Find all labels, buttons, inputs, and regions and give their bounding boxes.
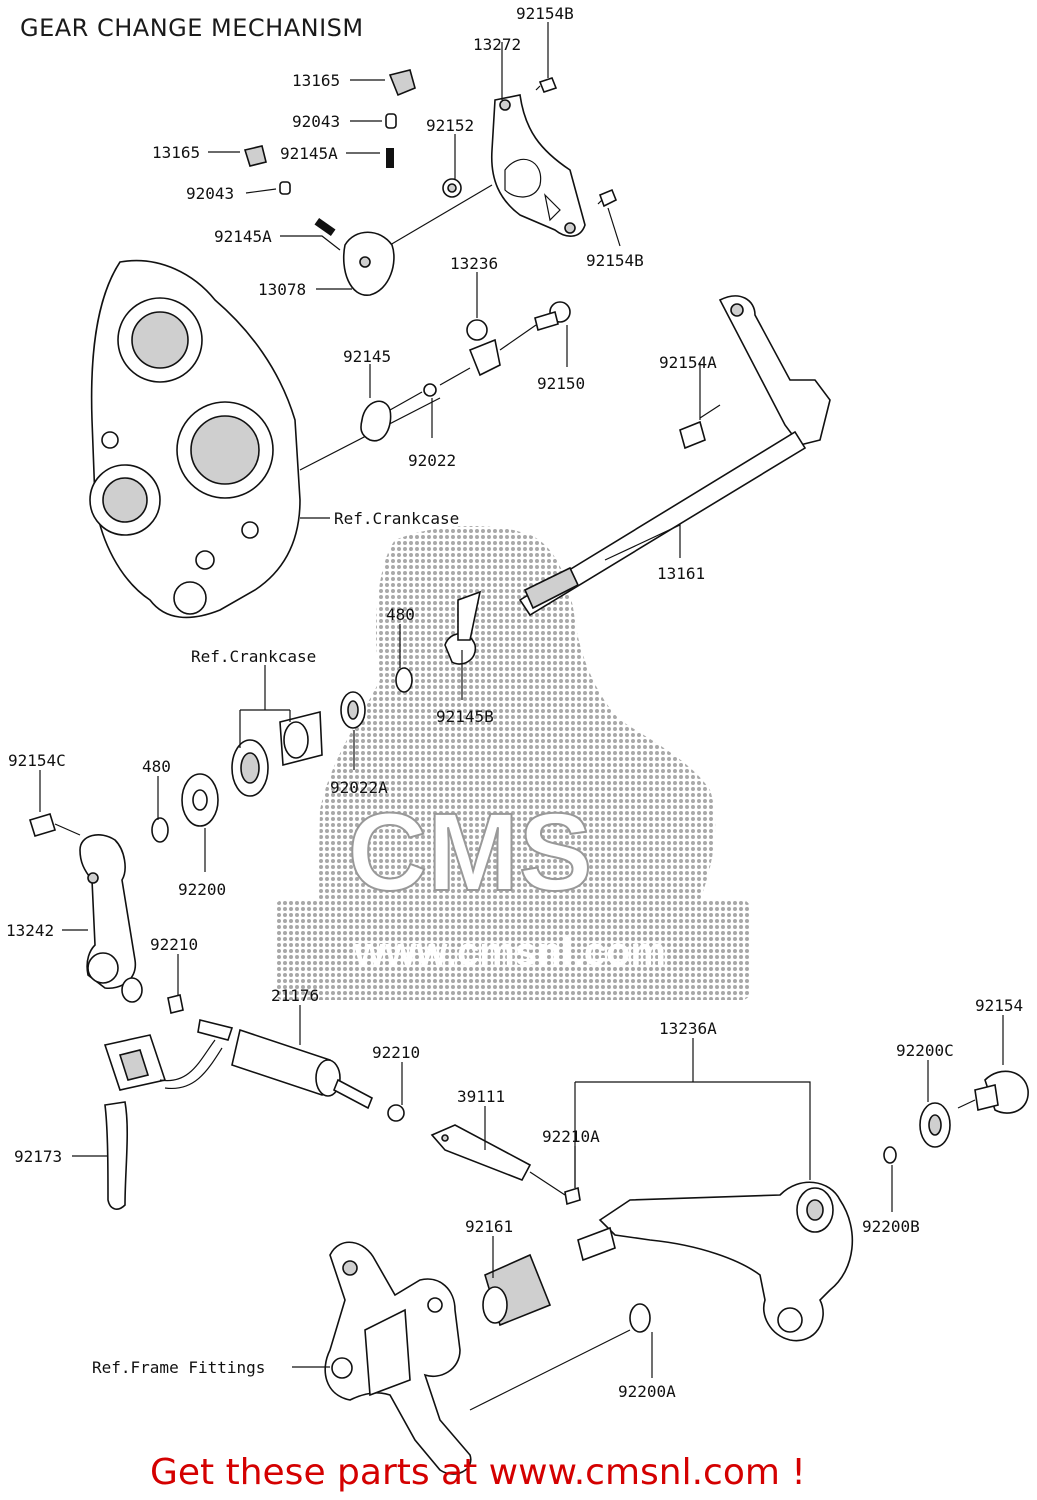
- label-92154B-bot: 92154B: [586, 251, 644, 270]
- label-92022: 92022: [408, 451, 456, 470]
- label-13161: 13161: [657, 564, 705, 583]
- watermark-brand: CMS: [348, 791, 592, 914]
- watermark: CMS www.cmsnl.com: [275, 525, 750, 1000]
- label-92154: 92154: [975, 996, 1023, 1015]
- label-13165-b: 13165: [152, 143, 200, 162]
- label-92200A: 92200A: [618, 1382, 676, 1401]
- shift-arm-13242: [28, 813, 184, 1014]
- label-92022A: 92022A: [330, 778, 388, 797]
- footer-link-text[interactable]: Get these parts at www.cmsnl.com !: [150, 1452, 806, 1493]
- label-92161: 92161: [465, 1217, 513, 1236]
- label-92173: 92173: [14, 1147, 62, 1166]
- shift-shaft-13161: [444, 295, 831, 665]
- label-92210-b: 92210: [372, 1043, 420, 1062]
- label-92145: 92145: [343, 347, 391, 366]
- label-480-a: 480: [386, 605, 415, 624]
- label-92043-b: 92043: [186, 184, 234, 203]
- label-92210A: 92210A: [542, 1127, 600, 1146]
- label-92154B-top: 92154B: [516, 4, 574, 23]
- label-13242: 13242: [6, 921, 54, 940]
- label-ref-crankcase-b: Ref.Crankcase: [191, 647, 316, 666]
- label-92145A-b: 92145A: [214, 227, 272, 246]
- label-92150: 92150: [537, 374, 585, 393]
- label-92154A: 92154A: [659, 353, 717, 372]
- label-13236A: 13236A: [659, 1019, 717, 1038]
- label-13165-a: 13165: [292, 71, 340, 90]
- shift-pawl-13236: [360, 301, 571, 442]
- label-92200B: 92200B: [862, 1217, 920, 1236]
- label-92145B: 92145B: [436, 707, 494, 726]
- small-parts-top: [243, 69, 618, 296]
- label-13236: 13236: [450, 254, 498, 273]
- crankcase-cover: [89, 259, 441, 619]
- label-13272: 13272: [473, 35, 521, 54]
- label-21176: 21176: [271, 986, 319, 1005]
- label-92154C: 92154C: [8, 751, 66, 770]
- cotter-pin-92173: [104, 1101, 129, 1210]
- label-92200C: 92200C: [896, 1041, 954, 1060]
- shift-guide-plate-13272: [389, 94, 586, 246]
- shift-rod-39111: [430, 1124, 581, 1206]
- part-labels: 92154B 13272 13165 92043 92152 13165 921…: [6, 4, 1023, 1401]
- label-13078: 13078: [258, 280, 306, 299]
- shift-pedal-13236A: [482, 1070, 1029, 1342]
- page-title: GEAR CHANGE MECHANISM: [20, 14, 364, 42]
- leader-lines: [39, 22, 1004, 1378]
- seals-bearings: [151, 667, 413, 843]
- label-39111: 39111: [457, 1087, 505, 1106]
- label-ref-crankcase-a: Ref.Crankcase: [334, 509, 459, 528]
- frame-fitting-bracket: [324, 1241, 631, 1475]
- label-480-b: 480: [142, 757, 171, 776]
- label-92210-a: 92210: [150, 935, 198, 954]
- label-92043-a: 92043: [292, 112, 340, 131]
- watermark-url: www.cmsnl.com: [353, 930, 666, 974]
- label-92145A-a: 92145A: [280, 144, 338, 163]
- label-92200: 92200: [178, 880, 226, 899]
- label-92152: 92152: [426, 116, 474, 135]
- quickshifter-21176: [103, 1019, 405, 1122]
- label-ref-frame-fittings: Ref.Frame Fittings: [92, 1358, 265, 1377]
